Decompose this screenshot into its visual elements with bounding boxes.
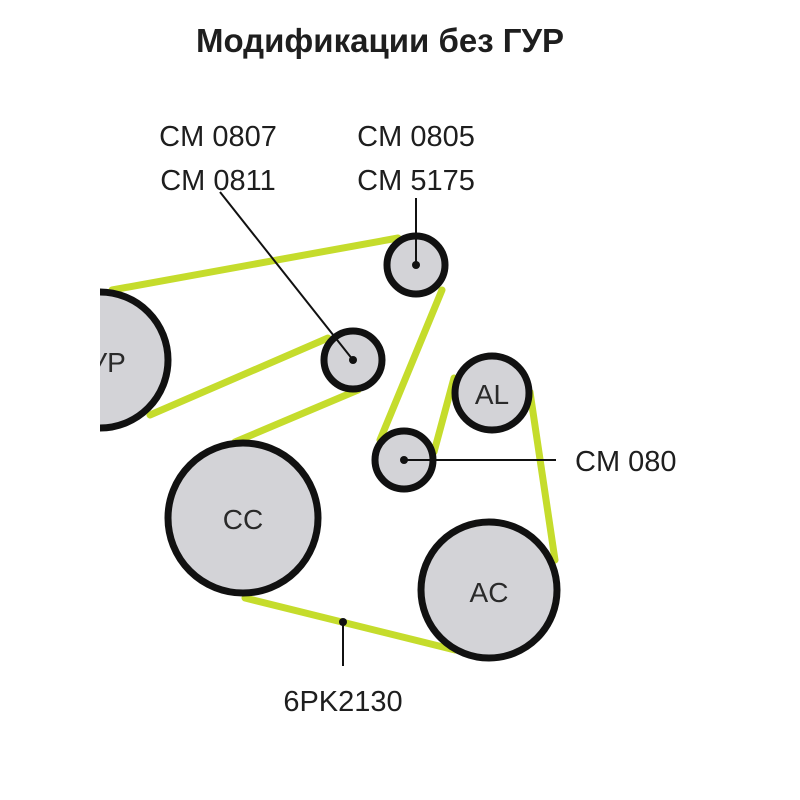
pulley-al: AL	[451, 352, 533, 434]
label-idler-left-2: CM 0811	[160, 165, 276, 197]
label-idler-top-1: CM 0805	[357, 121, 475, 153]
belt-segment	[376, 286, 446, 444]
pulley-al-label: AL	[475, 379, 509, 410]
label-idler-top-2: CM 5175	[357, 165, 475, 197]
pulley-cc: CC	[164, 439, 322, 597]
leader-lines	[219, 191, 556, 666]
belt-segment	[108, 234, 402, 294]
pulley-wp-label: ГУР	[74, 347, 126, 378]
pulley-wp: ГУР	[74, 288, 172, 432]
leader-idler-left	[219, 191, 354, 361]
belt-marker-dot	[339, 618, 347, 626]
diagram-title: Модификации без ГУР	[195, 22, 565, 59]
belt-segment	[231, 386, 362, 446]
label-idler-lower: CM 080	[575, 446, 677, 478]
pulley-ac-label: AC	[470, 577, 509, 608]
belt-segment	[241, 594, 459, 654]
label-idler-left-1: CM 0807	[159, 121, 277, 153]
belt-segment	[526, 388, 559, 564]
belt-segment	[430, 374, 458, 456]
label-belt: 6PK2130	[283, 686, 402, 718]
pulley-cc-label: CC	[223, 504, 263, 535]
belt-segment	[146, 334, 332, 419]
belt	[108, 234, 559, 654]
pulley-ac: AC	[417, 518, 561, 662]
